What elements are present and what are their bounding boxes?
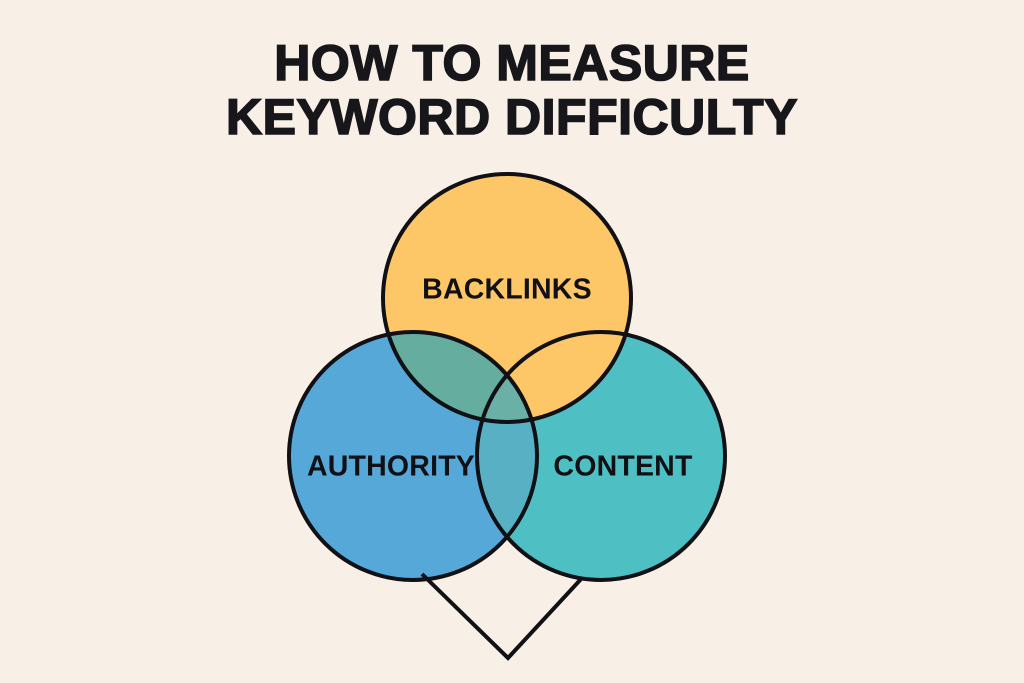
venn-label-authority: AUTHORITY — [307, 451, 475, 483]
title-line-2: KEYWORD DIFFICULTY — [225, 89, 798, 145]
venn-circle-authority-outline — [287, 330, 539, 582]
page-title: HOW TO MEASURE KEYWORD DIFFICULTY — [0, 35, 1024, 145]
title-line-1: HOW TO MEASURE — [273, 35, 750, 91]
chevron-pointer — [420, 572, 584, 661]
venn-circle-backlinks-outline — [381, 172, 633, 424]
venn-intersection-backlinks-authority — [383, 332, 537, 422]
venn-circle-content-outline — [475, 330, 727, 582]
venn-label-content: CONTENT — [553, 451, 693, 483]
venn-label-backlinks: BACKLINKS — [422, 274, 592, 306]
